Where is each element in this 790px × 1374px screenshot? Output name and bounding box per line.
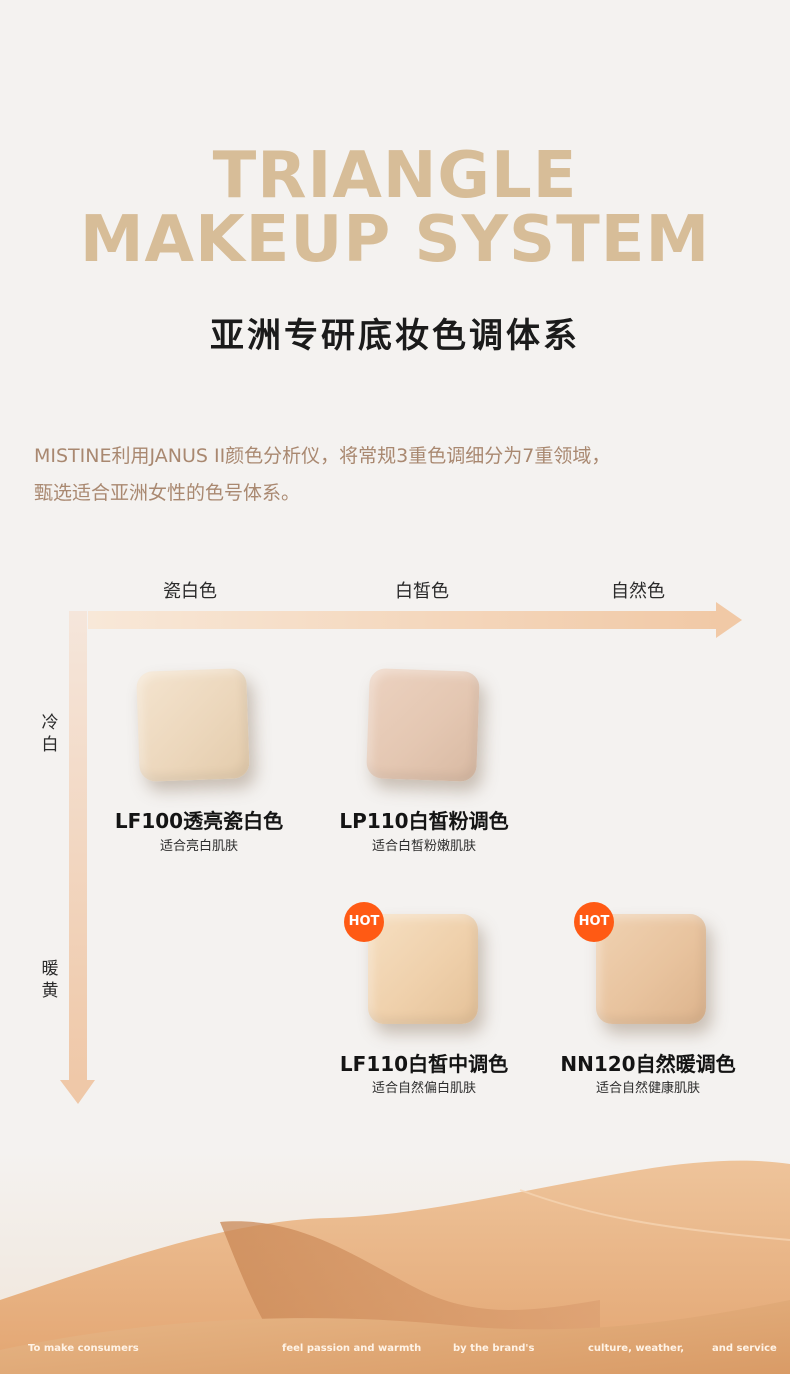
vertical-axis: [69, 611, 87, 1081]
desert-dunes-image: [0, 1150, 790, 1374]
shade-swatch-lf100: [136, 668, 250, 782]
product-desc: 适合自然偏白肌肤: [371, 1081, 476, 1096]
product-name: LF110白皙中调色: [339, 1052, 509, 1076]
product-desc: 适合白皙粉嫩肌肤: [371, 839, 476, 854]
row-label-warm: 暖黄: [41, 959, 59, 1001]
product-desc: 适合亮白肌肤: [159, 839, 238, 854]
shade-swatch-lp110: [366, 668, 480, 782]
footer-text: and service: [712, 1343, 777, 1354]
hot-badge: HOT: [574, 902, 614, 942]
product-name: LP110白皙粉调色: [339, 809, 509, 833]
hero-title-line-1: TRIANGLE: [212, 139, 578, 213]
row-label-cool: 冷白: [41, 713, 59, 755]
description-line-1: MISTINE利用JANUS II颜色分析仪，将常规3重色调细分为7重领域，: [34, 445, 611, 467]
horizontal-axis-arrow-icon: [716, 602, 742, 638]
description-line-2: 甄选适合亚洲女性的色号体系。: [34, 482, 301, 504]
shade-axes: [60, 602, 742, 1104]
footer-text: culture, weather,: [588, 1343, 685, 1354]
footer-text: feel passion and warmth: [282, 1343, 422, 1354]
hero-subtitle: 亚洲专研底妆色调体系: [210, 316, 580, 356]
shade-swatch-lf110: [368, 914, 478, 1024]
product-name: LF100透亮瓷白色: [114, 809, 284, 833]
product-desc: 适合自然健康肌肤: [595, 1081, 700, 1096]
footer-text: To make consumers: [28, 1343, 139, 1354]
hot-badge: HOT: [344, 902, 384, 942]
horizontal-axis: [88, 611, 718, 629]
column-label-natural: 自然色: [611, 581, 665, 602]
product-name: NN120自然暖调色: [560, 1052, 736, 1076]
shade-swatch-nn120: [596, 914, 706, 1024]
column-label-porcelain: 瓷白色: [163, 581, 217, 602]
footer-text: by the brand's: [453, 1343, 535, 1354]
hero-title-line-2: MAKEUP SYSTEM: [79, 203, 711, 277]
vertical-axis-arrow-icon: [60, 1080, 95, 1104]
column-label-fair: 白皙色: [395, 581, 449, 602]
